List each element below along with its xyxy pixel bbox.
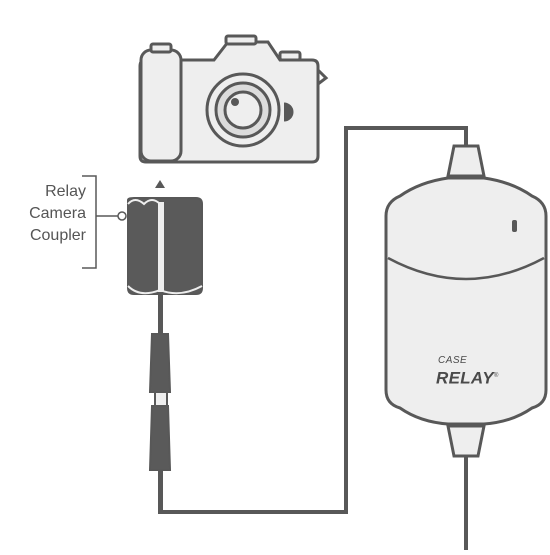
callout-bracket [82, 175, 118, 269]
brand-mark: ® [493, 373, 499, 379]
camera-icon [138, 34, 329, 164]
brand-line-1: CASE [438, 355, 468, 366]
callout-label-line-3: Coupler [29, 227, 86, 244]
callout-label-line-2: Camera [29, 205, 86, 222]
callout-dot [117, 211, 127, 221]
coupler-icon [127, 197, 203, 510]
arrow-up-icon [155, 180, 165, 188]
battery-pack-icon [384, 144, 548, 458]
brand-name: RELAY [436, 368, 494, 388]
brand-logo: CASE RELAY® [420, 355, 498, 388]
callout-label: Relay Camera Coupler [2, 181, 86, 247]
callout-label-line-1: Relay [45, 183, 86, 200]
brand-line-2: RELAY® [420, 367, 498, 388]
